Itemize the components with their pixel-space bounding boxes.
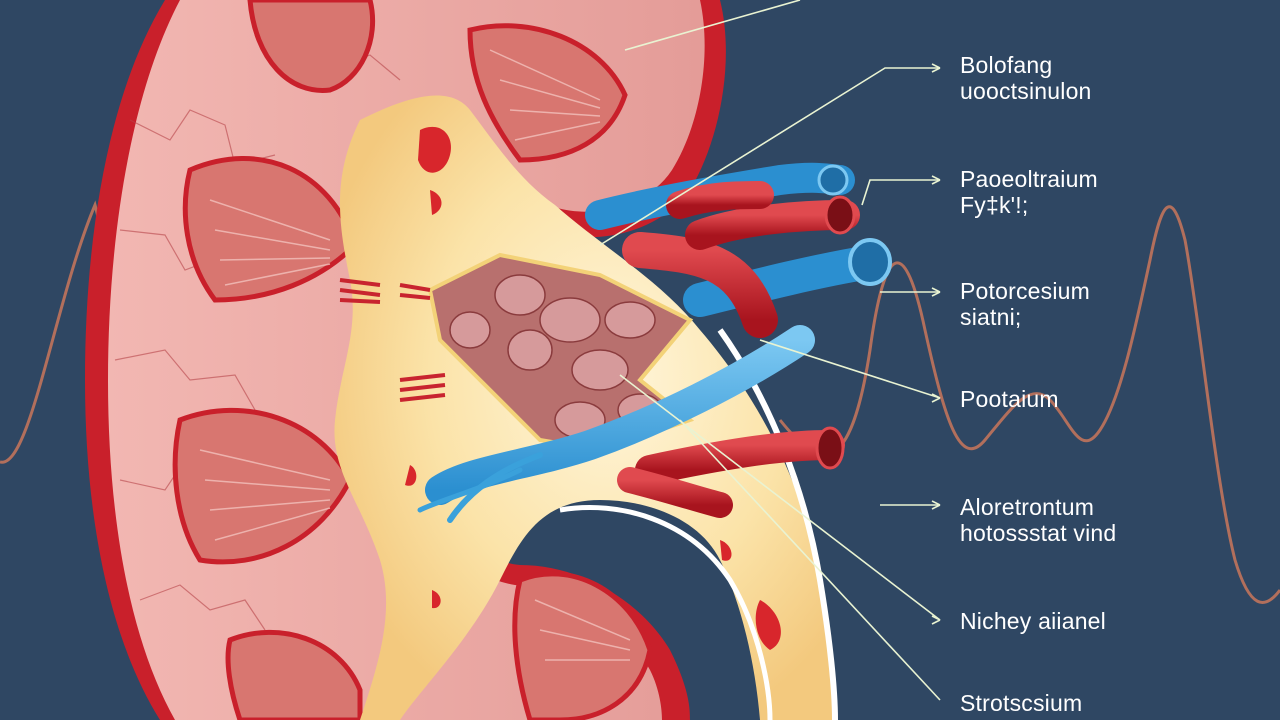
vein-opening-top [817, 164, 849, 196]
label-2: Paoeoltraium Fy‡k'!; [960, 166, 1098, 218]
ureter-wall-inner [559, 505, 773, 720]
label-5-line-1: Aloretrontum [960, 494, 1095, 520]
leader-lines [599, 0, 941, 701]
vein-opening [848, 238, 892, 286]
label-5-line-2: hotossstat vind [960, 520, 1117, 546]
segmental-vessels [339, 278, 446, 402]
label-1: Bolofang uooctsinulon [960, 52, 1092, 104]
pelvis-details [405, 126, 781, 650]
artery-opening [824, 195, 856, 235]
label-1-line-1: Bolofang [960, 52, 1053, 78]
label-6: Nichey aiianel [960, 608, 1106, 634]
label-2-line-1: Paoeoltraium [960, 166, 1098, 192]
nephron-section [427, 252, 695, 453]
renal-artery [617, 181, 860, 518]
label-7: Strotscsium [960, 690, 1082, 716]
label-3: Potorcesium siatni; [960, 278, 1090, 330]
label-5: Aloretrontum hotossstat vind [960, 494, 1116, 546]
label-4: Pootaium [960, 386, 1059, 412]
ureter-wall [717, 328, 838, 720]
label-2-line-2: Fy‡k'!; [960, 192, 1029, 218]
artery-opening-lower [815, 426, 845, 470]
label-7-line-1: Strotscsium [960, 690, 1083, 716]
label-1-line-2: uooctsinulon [960, 78, 1092, 104]
background-wave-right [778, 205, 1280, 604]
label-4-line-1: Pootaium [960, 386, 1059, 412]
pyramid-striations [199, 49, 631, 661]
label-6-line-1: Nichey aiianel [960, 608, 1106, 634]
label-3-line-1: Potorcesium [960, 278, 1091, 304]
label-3-line-2: siatni; [960, 304, 1022, 330]
